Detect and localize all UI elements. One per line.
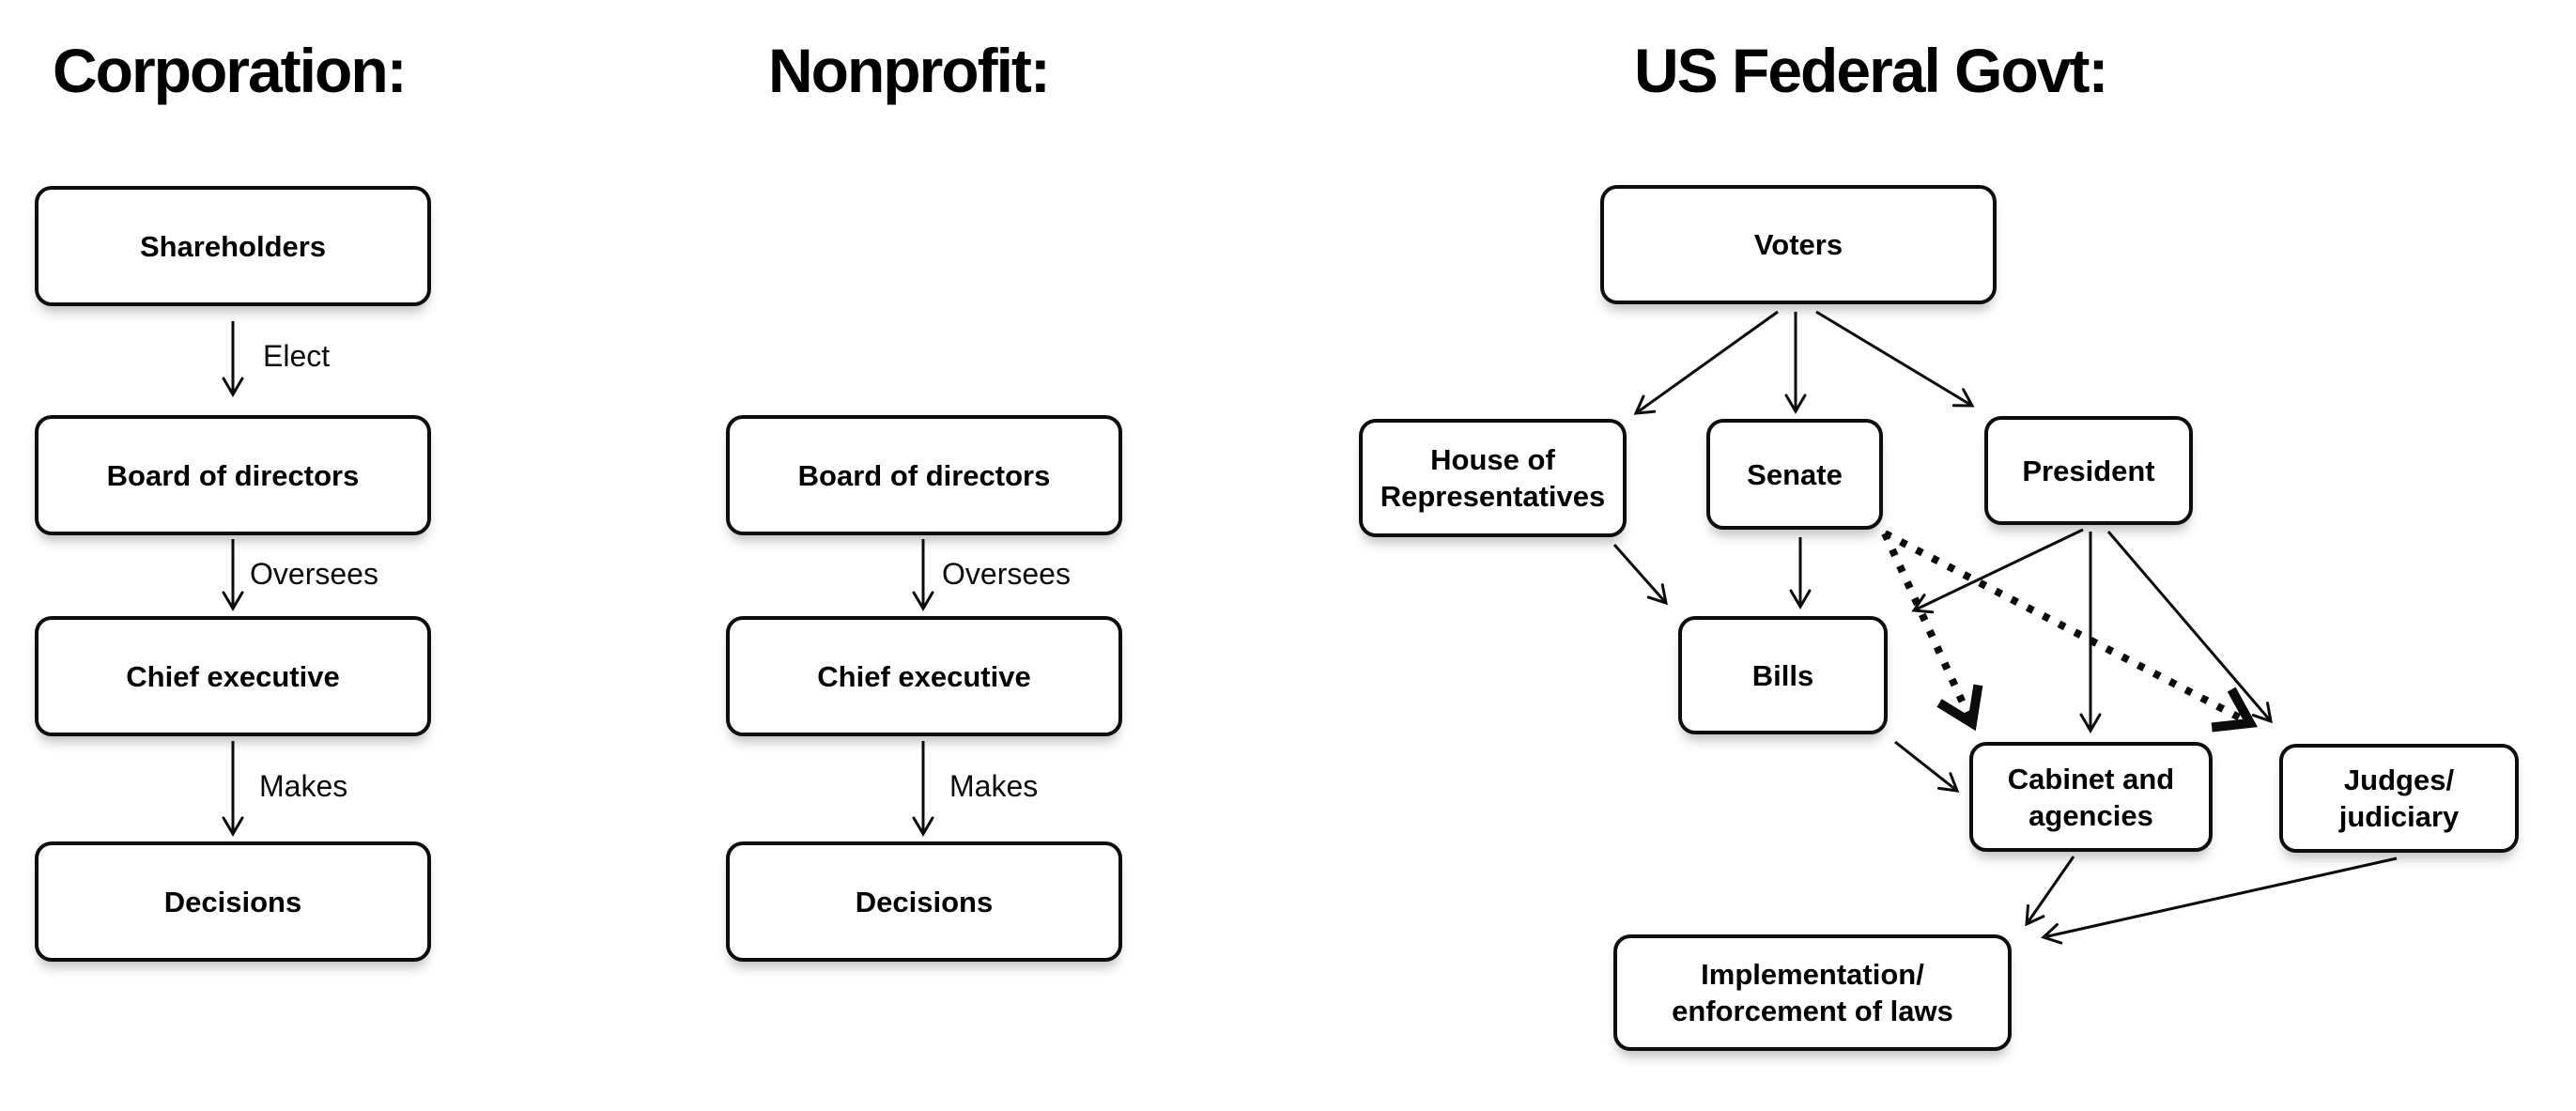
node-np-chief-executive-label: Chief executive xyxy=(817,659,1031,693)
node-house-of-representatives-label: House of Representatives xyxy=(1380,443,1606,513)
edge-label-np-makes: Makes xyxy=(949,769,1039,803)
node-cabinet-and-agencies-label: Cabinet and agencies xyxy=(2007,762,2175,832)
node-voters: Voters xyxy=(1600,185,1997,304)
edge-senate-cabinet-dotted xyxy=(1881,532,1983,732)
node-shareholders: Shareholders xyxy=(35,186,431,306)
node-np-chief-executive: Chief executive xyxy=(726,616,1122,736)
node-senate: Senate xyxy=(1706,419,1883,530)
edge-president-bills xyxy=(1911,528,2084,614)
edge-bills-cabinet xyxy=(1894,740,1960,793)
node-corp-decisions-label: Decisions xyxy=(163,885,302,918)
edge-label-corp-makes: Makes xyxy=(259,769,348,803)
edge-voters-president xyxy=(1815,310,1975,408)
node-voters-label: Voters xyxy=(1753,228,1843,261)
node-president: President xyxy=(1984,416,2193,525)
node-np-board-of-directors-label: Board of directors xyxy=(797,458,1051,492)
edge-senate-judges-dotted xyxy=(1883,530,2258,733)
edge-house-bills xyxy=(1612,544,1668,606)
node-corp-board-of-directors: Board of directors xyxy=(35,415,431,535)
node-np-board-of-directors: Board of directors xyxy=(726,415,1122,535)
node-president-label: President xyxy=(2022,454,2155,487)
edge-label-corp-oversees: Oversees xyxy=(250,557,378,591)
node-implementation-enforcement-label: Implementation/ enforcement of laws xyxy=(1672,958,1953,1027)
edge-voters-house xyxy=(1633,310,1779,415)
edge-label-np-oversees: Oversees xyxy=(942,557,1071,591)
us-federal-govt-title: US Federal Govt: xyxy=(1634,36,2108,105)
node-judges-judiciary-label: Judges/ judiciary xyxy=(2338,764,2460,833)
node-corp-chief-executive-label: Chief executive xyxy=(126,659,340,693)
edge-cabinet-implementation xyxy=(2025,856,2075,927)
node-corp-chief-executive: Chief executive xyxy=(35,616,431,736)
node-house-of-representatives: House of Representatives xyxy=(1359,419,1627,537)
corporation-title: Corporation: xyxy=(53,36,408,105)
nonprofit-title: Nonprofit: xyxy=(768,36,1051,105)
node-judges-judiciary: Judges/ judiciary xyxy=(2279,744,2519,853)
edge-label-elect: Elect xyxy=(263,339,331,373)
node-bills: Bills xyxy=(1678,616,1888,734)
node-bills-label: Bills xyxy=(1751,658,1814,692)
node-corp-board-of-directors-label: Board of directors xyxy=(106,458,360,492)
node-np-decisions-label: Decisions xyxy=(855,885,994,918)
node-cabinet-and-agencies: Cabinet and agencies xyxy=(1969,742,2213,852)
node-senate-label: Senate xyxy=(1747,457,1843,491)
edge-judges-implementation xyxy=(2041,856,2398,945)
node-np-decisions: Decisions xyxy=(726,841,1122,962)
node-corp-decisions: Decisions xyxy=(35,841,431,962)
node-shareholders-label: Shareholders xyxy=(139,229,327,263)
node-implementation-enforcement: Implementation/ enforcement of laws xyxy=(1613,934,2012,1051)
